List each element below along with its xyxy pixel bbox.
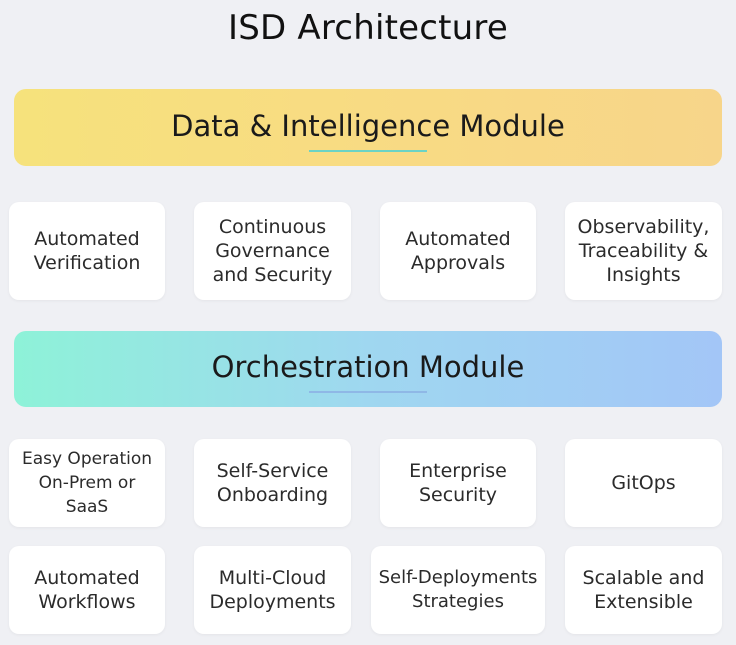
banner-underline [309,391,427,393]
card-label: Self-Service Onboarding [216,460,329,506]
card-enterprise-security: Enterprise Security [380,439,536,527]
orchestration-module-label: Orchestration Module [211,350,525,384]
card-label: Enterprise Security [409,460,507,506]
card-multi-cloud-deployments: Multi-Cloud Deployments [194,546,351,634]
card-observability: Observability, Traceability & Insights [565,202,722,300]
card-self-deployments-strategies: Self-Deployments Strategies [371,546,545,634]
card-label: Easy Operation On-Prem or SaaS [21,449,153,517]
data-intelligence-module-label: Data & Intelligence Module [171,108,565,143]
card-gitops: GitOps [565,439,722,527]
card-easy-operation: Easy Operation On-Prem or SaaS [9,439,165,527]
card-label: Automated Workflows [34,567,140,613]
card-automated-workflows: Automated Workflows [9,546,165,634]
card-label: Self-Deployments Strategies [378,567,538,612]
data-intelligence-module-banner: Data & Intelligence Module [14,89,722,166]
card-label: Scalable and Extensible [582,567,705,613]
card-scalable-extensible: Scalable and Extensible [565,546,722,634]
card-automated-approvals: Automated Approvals [380,202,536,300]
card-label: Automated Approvals [405,228,511,274]
page-title: ISD Architecture [228,8,508,48]
card-automated-verification: Automated Verification [9,202,165,300]
card-label: Multi-Cloud Deployments [209,567,336,613]
banner-underline [309,150,427,152]
orchestration-module-banner: Orchestration Module [14,331,722,407]
card-label: Observability, Traceability & Insights [577,216,710,286]
card-label: Automated Verification [33,228,141,274]
card-label: Continuous Governance and Security [212,216,333,286]
card-label: GitOps [611,472,676,494]
card-self-service-onboarding: Self-Service Onboarding [194,439,351,527]
card-continuous-governance: Continuous Governance and Security [194,202,351,300]
